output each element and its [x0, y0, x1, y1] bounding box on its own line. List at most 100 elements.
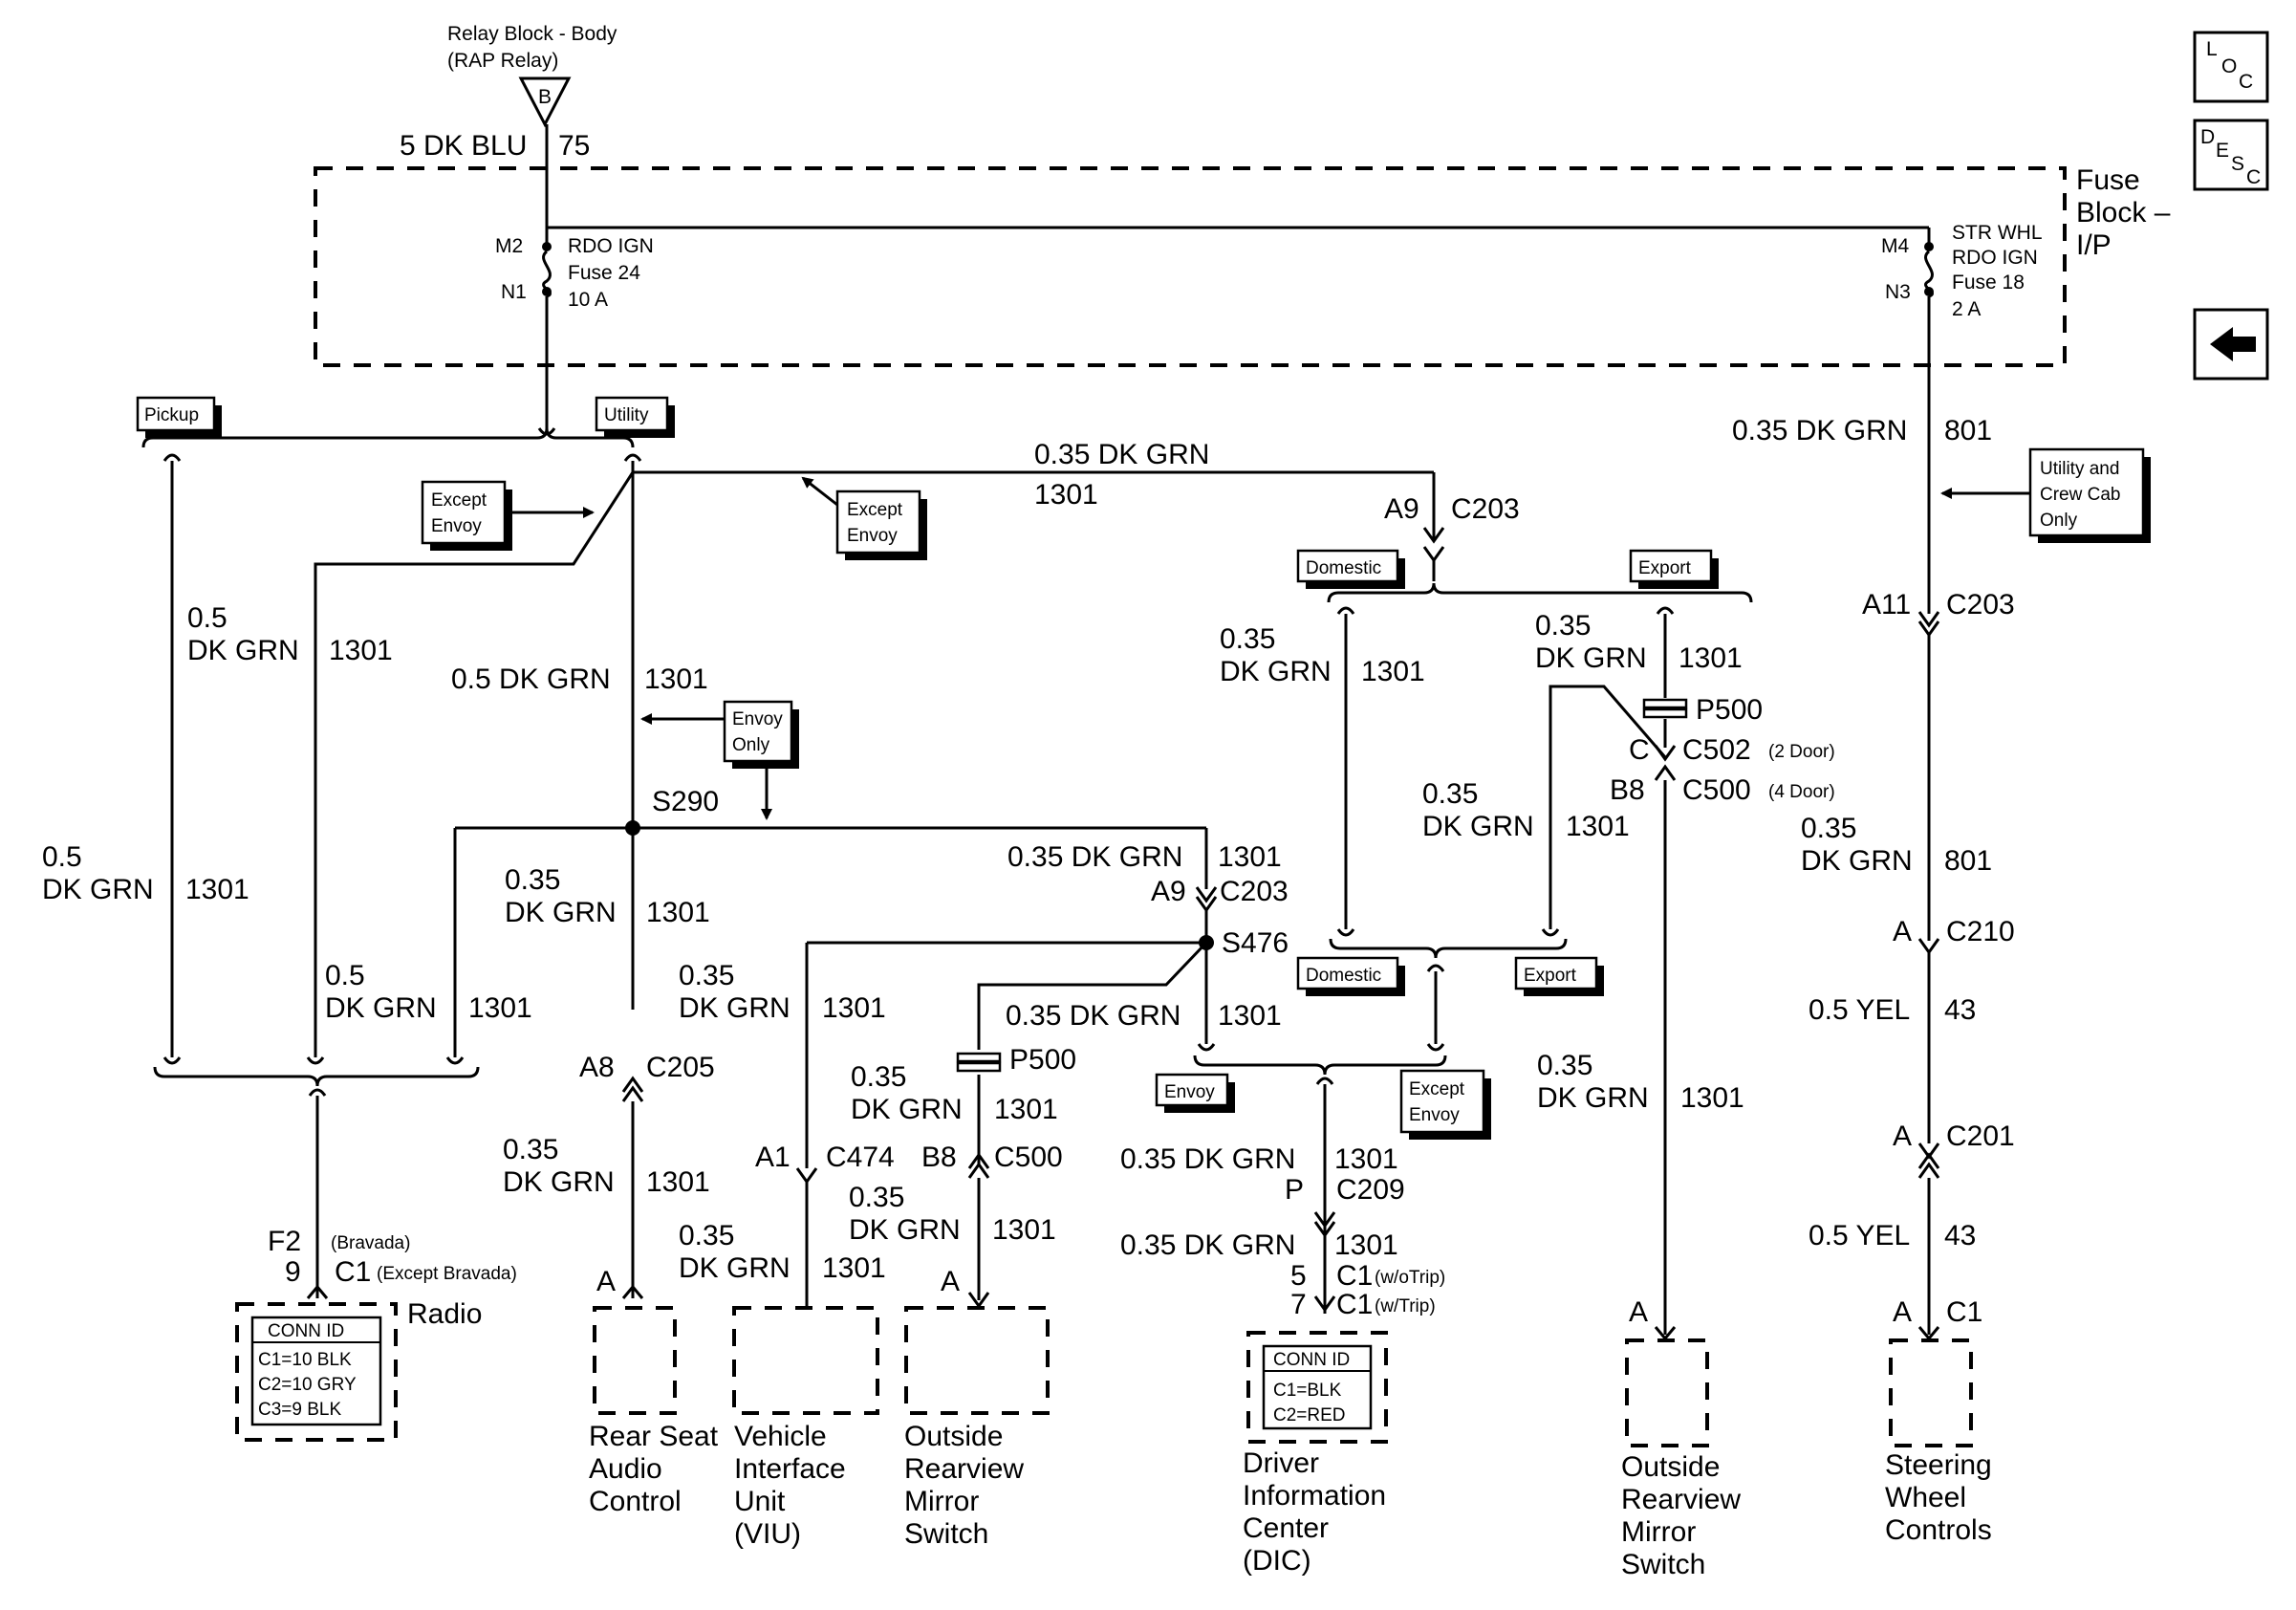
svg-text:Domestic: Domestic [1306, 558, 1381, 578]
svg-text:Rearview: Rearview [1621, 1484, 1741, 1515]
fuse18-out-pin: N3 [1885, 281, 1911, 303]
label-export-1: Export [1629, 549, 1719, 589]
connector-note: (Except Bravada) [377, 1264, 517, 1284]
label-export-2: Export [1514, 956, 1604, 996]
connector-name: P500 [1696, 694, 1763, 726]
wire-label: 0.5 [325, 960, 365, 991]
label-utility-crew-cab: Utility and Crew Cab Only [2028, 447, 2151, 543]
svg-text:Export: Export [1524, 966, 1577, 986]
wire-label: 0.5 YEL [1809, 1220, 1910, 1251]
connector-pin: A [1893, 916, 1912, 947]
connector-name: C500 [994, 1142, 1063, 1173]
c500-right-pin [1654, 764, 1677, 781]
svg-text:(DIC): (DIC) [1243, 1545, 1311, 1577]
wire-circuit: 43 [1944, 994, 1976, 1026]
wire-s476-to-mirror [977, 941, 1208, 1050]
wire-label: DK GRN [1220, 656, 1332, 687]
connector-name: C474 [826, 1142, 895, 1173]
c203-a9-mid-pin [1195, 886, 1218, 903]
connector-name: C210 [1946, 916, 2015, 947]
fuse-18: M4 N3 STR WHL RDO IGN Fuse 18 2 A [1881, 222, 2043, 320]
component-radio: CONN ID C1=10 BLK C2=10 GRY C3=9 BLK Rad… [235, 1298, 482, 1442]
connector-name: C1 [335, 1256, 371, 1288]
fuse18-name-2: RDO IGN [1952, 247, 2038, 269]
fuse-24: M2 N1 RDO IGN Fuse 24 10 A [495, 235, 654, 311]
wire-circuit: 1301 [992, 1214, 1056, 1246]
fuse-block-title-3: I/P [2076, 229, 2112, 261]
except-envoy-arrow-2 [801, 476, 838, 507]
svg-text:Unit: Unit [734, 1486, 786, 1517]
component-viu: Vehicle Interface Unit (VIU) [732, 1306, 879, 1550]
label-except-envoy-3: Except Envoy [1399, 1069, 1491, 1140]
splice-s476-label: S476 [1222, 927, 1289, 959]
wire-circuit: 1301 [1034, 479, 1098, 511]
top-wire-label: 5 DK BLU [400, 130, 527, 162]
svg-text:Only: Only [732, 735, 770, 755]
desc-button[interactable]: D E S C [2193, 119, 2269, 191]
relay-block: Relay Block - Body (RAP Relay) B [447, 23, 617, 128]
c210-pin [1917, 938, 1940, 955]
connector-name: C1 [1336, 1260, 1373, 1292]
label-envoy: Envoy [1155, 1073, 1235, 1113]
wire-label: 0.5 [187, 602, 227, 634]
svg-text:Envoy: Envoy [1164, 1082, 1215, 1102]
connector-pin: A [1893, 1120, 1912, 1152]
connector-name: C203 [1946, 589, 2015, 620]
wire-label: 0.35 DK GRN [1120, 1229, 1295, 1261]
fuse-block-title-2: Block – [2076, 197, 2171, 228]
wire-label: DK GRN [505, 897, 617, 928]
svg-text:D: D [2200, 126, 2215, 148]
svg-text:Envoy: Envoy [1409, 1105, 1460, 1125]
connector-pin: A11 [1862, 589, 1911, 620]
wire-circuit: 1301 [468, 992, 532, 1024]
loc-button[interactable]: L O C [2193, 31, 2269, 103]
wire-circuit: 1301 [1680, 1082, 1744, 1114]
wire-label: 0.35 [1535, 610, 1591, 642]
svg-text:Except: Except [1409, 1079, 1465, 1099]
wire-label: 0.35 DK GRN [1006, 1000, 1180, 1032]
connector-note: (w/Trip) [1375, 1296, 1436, 1316]
svg-text:Mirror: Mirror [1621, 1516, 1696, 1548]
svg-text:Steering: Steering [1885, 1449, 1992, 1481]
connector-pin: 7 [1290, 1289, 1307, 1320]
wire-circuit: 1301 [1334, 1229, 1398, 1261]
wire-label: DK GRN [1537, 1082, 1649, 1114]
svg-text:Domestic: Domestic [1306, 966, 1381, 986]
wire-label: 0.35 [1537, 1050, 1592, 1081]
connector-name: C1 [1336, 1289, 1373, 1320]
svg-text:Export: Export [1638, 558, 1692, 578]
connector-pin: A [941, 1266, 960, 1297]
connector-pin: P [1285, 1174, 1304, 1206]
wire-label: 0.35 [1422, 778, 1478, 810]
back-button[interactable] [2193, 308, 2269, 381]
connector-name: C209 [1336, 1174, 1405, 1206]
wire-label: 0.5 DK GRN [451, 664, 611, 695]
svg-text:Envoy: Envoy [431, 516, 482, 536]
fuse24-number: Fuse 24 [568, 262, 640, 284]
svg-text:Rear Seat: Rear Seat [589, 1421, 719, 1452]
connector-pin: 9 [285, 1256, 301, 1288]
connector-pin: C [1629, 734, 1650, 766]
svg-text:CONN ID: CONN ID [1273, 1350, 1350, 1370]
wire-circuit: 801 [1944, 845, 1992, 877]
svg-text:Outside: Outside [1621, 1451, 1720, 1483]
svg-text:S: S [2231, 153, 2244, 175]
connector-pin: A9 [1384, 493, 1419, 525]
wire-label: DK GRN [1535, 642, 1647, 674]
svg-text:Driver: Driver [1243, 1447, 1319, 1479]
wire-label: DK GRN [849, 1214, 961, 1246]
connector-pin: A [1629, 1296, 1648, 1328]
label-domestic-2: Domestic [1296, 956, 1405, 996]
option-brace-radio [153, 1066, 480, 1087]
fuse-block-title: Fuse [2076, 164, 2140, 196]
wire-circuit: 1301 [1218, 841, 1282, 873]
c203-a11-pin [1917, 611, 1940, 628]
wire-circuit: 1301 [185, 874, 249, 905]
svg-text:Mirror: Mirror [904, 1486, 979, 1517]
splice-s290-label: S290 [652, 786, 719, 817]
svg-text:Center: Center [1243, 1512, 1329, 1544]
wire-circuit: 1301 [1566, 811, 1630, 842]
svg-text:Envoy: Envoy [732, 709, 783, 729]
svg-text:Outside: Outside [904, 1421, 1003, 1452]
